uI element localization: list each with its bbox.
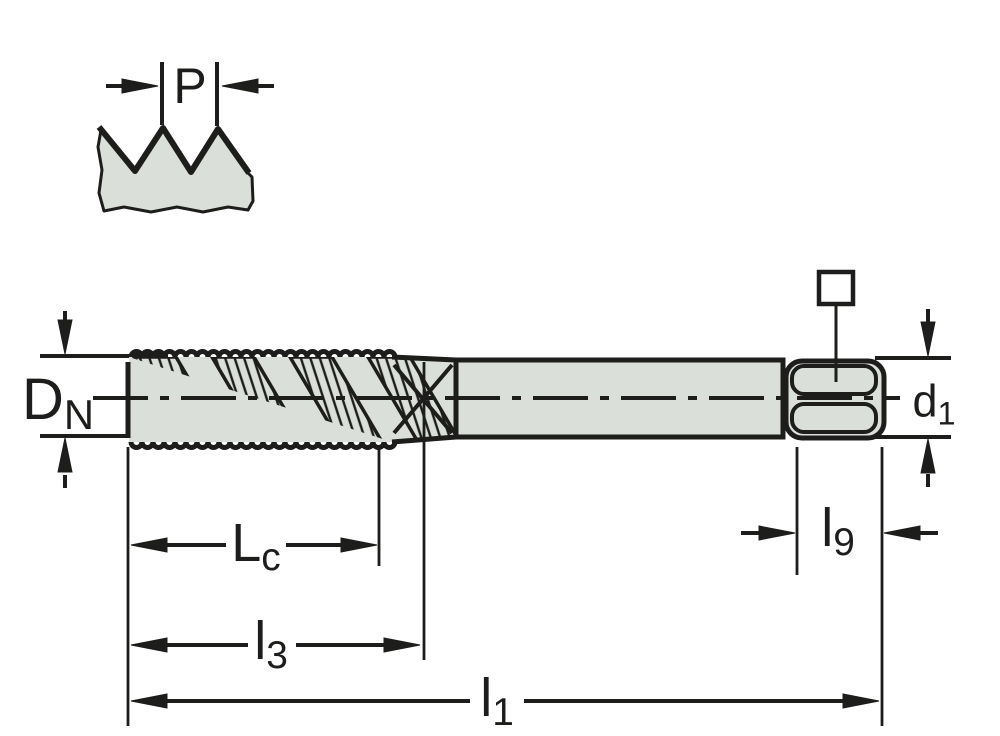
l1-dimension [130,693,880,709]
thread-crests-top [128,349,398,358]
dn-label-main: D [21,367,64,432]
l3-arrow-right [383,637,421,653]
l9-label-main: l [821,498,834,558]
l9-label: l9 [821,498,855,562]
shank-diameter-label: d1 [912,375,955,430]
lc-dimension [130,537,378,553]
l9-dimension [741,525,938,541]
dn-arrow-bottom-head [57,437,73,473]
lc-label-main: L [231,513,262,573]
lc-label-sub: c [261,536,281,580]
l1-label-sub: 1 [492,691,514,735]
pitch-label: P [173,61,206,111]
thread-profile-crest-line [96,125,252,175]
pitch-arrow-right-head [221,78,259,94]
pitch-arrow-left-head [121,78,159,94]
l3-dimension [130,637,421,653]
d1-label-sub: 1 [937,395,956,432]
l1-arrow-left [130,693,168,709]
l1-label-main: l [480,668,493,728]
d1-arrow-bottom-head [920,438,936,474]
square-section-symbol [816,269,856,382]
pitch-label-main: P [173,58,207,114]
dn-arrow-top-head [57,319,73,355]
thread-profile-detail [96,62,274,214]
nominal-diameter-label: DN [22,371,94,436]
l1-arrow-right [842,693,880,709]
square-flat-top [790,364,878,396]
square-flat-bottom [790,402,878,434]
l9-arrow-right-head [883,525,921,541]
lc-label: Lc [231,513,280,577]
extension-lines [126,362,884,726]
d1-label-main: d [912,375,938,427]
l1-label: l1 [480,668,514,732]
l3-arrow-left [130,637,168,653]
l9-label-sub: 9 [833,521,855,565]
lc-arrow-right [340,537,378,553]
flute-land [364,357,456,442]
square-end-flats [790,364,878,434]
l3-label: l3 [254,611,288,675]
d1-arrow-top-head [920,321,936,357]
thread-crests-bottom [128,441,398,450]
square-symbol-icon [816,269,856,307]
l9-arrow-left-head [758,525,796,541]
lc-arrow-left [130,537,168,553]
shank-diameter-dimension [875,309,951,487]
pitch-dimension [106,62,274,126]
l3-label-sub: 3 [266,634,288,678]
dn-label-sub: N [63,391,95,439]
l3-label-main: l [254,611,267,671]
